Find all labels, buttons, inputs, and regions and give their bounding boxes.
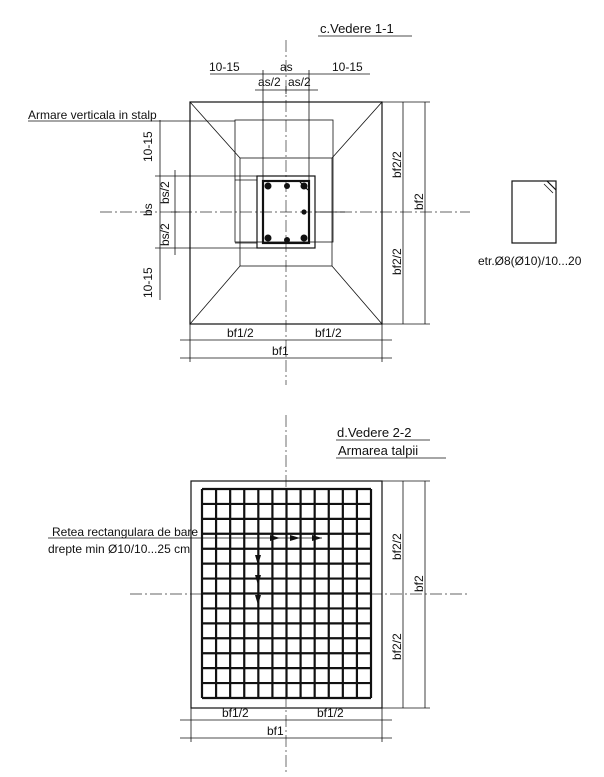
dim-10-15-bottom: 10-15 bbox=[141, 267, 155, 298]
dim-bf2-half-bottom: bf2/2 bbox=[390, 248, 404, 275]
dim-bf2: bf2 bbox=[412, 193, 426, 210]
dim2-bf1-half-left: bf1/2 bbox=[222, 706, 249, 720]
footing-outline bbox=[189, 101, 383, 325]
slope-line-bl bbox=[189, 265, 241, 325]
slope-line-tr bbox=[331, 101, 383, 159]
stirrup bbox=[261, 179, 311, 245]
dim2-bf1: bf1 bbox=[267, 724, 284, 738]
dim-10-15-left: 10-15 bbox=[209, 60, 240, 74]
rebar-bl bbox=[264, 234, 272, 242]
slope-line-br bbox=[331, 265, 383, 325]
dim-bf1-half-right: bf1/2 bbox=[315, 326, 342, 340]
rebar-mesh bbox=[200, 487, 373, 700]
slope-line-tl bbox=[189, 101, 241, 159]
dim2-bf2-half-top: bf2/2 bbox=[390, 533, 404, 560]
dim2-bf2-half-bottom: bf2/2 bbox=[390, 633, 404, 660]
stirrup-label: etr.Ø8(Ø10)/10...20 bbox=[478, 254, 582, 268]
rebar-bm bbox=[284, 237, 290, 243]
dim-bs2-top: bs/2 bbox=[158, 181, 172, 204]
footing-plan-outline bbox=[190, 480, 383, 709]
dim2-bf1-half-right: bf1/2 bbox=[317, 706, 344, 720]
dim-10-15-right: 10-15 bbox=[332, 60, 363, 74]
dim-bf1: bf1 bbox=[272, 344, 289, 358]
mesh-note-line1: Retea rectangulara de bare bbox=[52, 525, 198, 539]
dim-bf1-half-left: bf1/2 bbox=[227, 326, 254, 340]
dim2-bf2: bf2 bbox=[412, 575, 426, 592]
view-2-2: d.Vedere 2-2 Armarea talpii Retea rectan… bbox=[48, 415, 470, 775]
view1-title: c.Vedere 1-1 bbox=[320, 21, 394, 36]
note-vertical-reinforcement: Armare verticala in stalp bbox=[28, 108, 157, 122]
stirrup-detail bbox=[511, 180, 557, 244]
stirrup-hook bbox=[299, 181, 309, 191]
dim-bs: bs bbox=[141, 203, 155, 216]
dim-bs2-bottom: bs/2 bbox=[158, 223, 172, 246]
dim-as2-right: as/2 bbox=[288, 75, 311, 89]
rebar-br bbox=[300, 234, 308, 242]
dim-10-15-top: 10-15 bbox=[141, 131, 155, 162]
rebar-mr bbox=[301, 209, 307, 215]
view2-subtitle: Armarea talpii bbox=[338, 443, 418, 458]
rebar-tm bbox=[284, 183, 290, 189]
view-1-1: c.Vedere 1-1 bbox=[28, 21, 582, 385]
dim-bf2-half-top: bf2/2 bbox=[390, 151, 404, 178]
mesh-note-line2: drepte min Ø10/10...25 cm bbox=[48, 542, 190, 556]
rebar-tl bbox=[264, 182, 272, 190]
view2-title: d.Vedere 2-2 bbox=[337, 425, 411, 440]
dim-as2-left: as/2 bbox=[258, 75, 281, 89]
dim-as: as bbox=[280, 60, 293, 74]
